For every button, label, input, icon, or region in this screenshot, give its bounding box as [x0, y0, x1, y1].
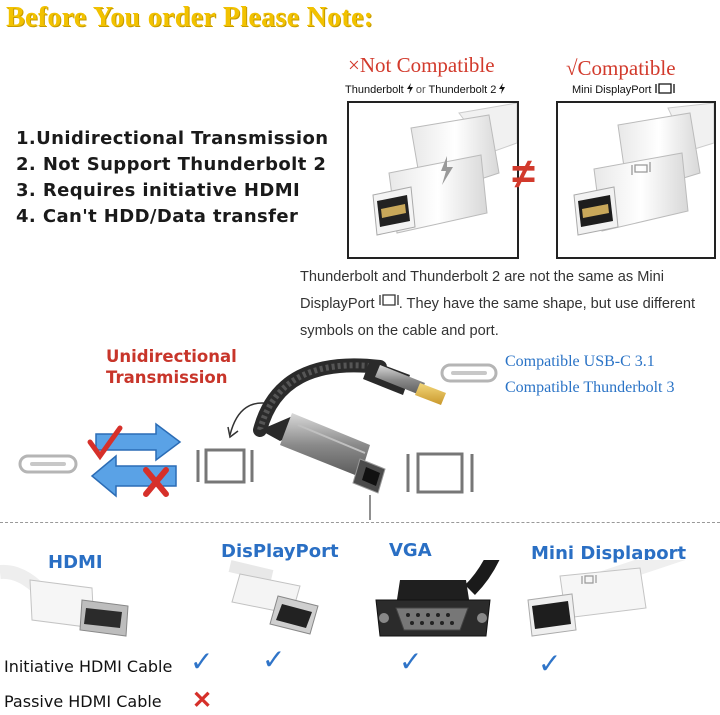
not-compatible-subtitle: Thunderbolt or Thunderbolt 2	[345, 83, 506, 96]
x-icon: ✕	[192, 687, 213, 714]
usb-c-to-mini-displayport-adapter	[227, 358, 446, 520]
headline: Before You order Please Note:	[6, 2, 374, 33]
compatible-subtitle: Mini DisplayPort	[572, 83, 675, 96]
compat-usbc-line: Compatible USB-C 3.1	[505, 353, 655, 370]
check-icon: ✓	[262, 644, 286, 675]
cable-label-mini-displayport: Mini Displaport	[531, 543, 687, 564]
paragraph-line-1: Thunderbolt and Thunderbolt 2 are not th…	[300, 269, 664, 285]
cable-label-hdmi: HDMI	[48, 552, 103, 573]
cross-mark: ×	[348, 53, 360, 77]
thunderbolt-label: Thunderbolt	[345, 84, 404, 96]
displayport-icon	[196, 448, 254, 484]
displayport-icon	[379, 294, 399, 306]
vga-cable-illustration	[375, 560, 500, 637]
red-check-icon	[87, 425, 123, 461]
red-x-icon	[143, 467, 169, 497]
compatible-heading: √Compatible	[566, 56, 676, 81]
section-divider	[0, 522, 720, 523]
compat-thunderbolt3-line: Compatible Thunderbolt 3	[505, 379, 675, 396]
row-label-passive: Passive HDMI Cable	[4, 692, 162, 711]
thunderbolt-2-label: Thunderbolt 2	[428, 84, 497, 96]
notes-list: 1.Unidirectional Transmission 2. Not Sup…	[16, 126, 328, 230]
cable-illustrations	[0, 560, 686, 637]
or-label: or	[415, 84, 426, 96]
cable-label-displayport: DisPlayPort	[221, 541, 339, 562]
note-item: 3. Requires initiative HDMI	[16, 180, 301, 201]
mini-displayport-connector-photo	[556, 101, 716, 259]
row-label-initiative: Initiative HDMI Cable	[4, 657, 173, 676]
hdmi-cable-illustration	[0, 564, 129, 637]
not-equal-sign: ≠	[512, 150, 536, 197]
not-compatible-heading: ×Not Compatible	[348, 53, 495, 78]
check-mark: √	[566, 56, 578, 80]
unidirectional-label: Unidirectional Transmission	[106, 346, 237, 388]
unidirectional-line-1: Unidirectional	[106, 347, 237, 366]
not-compatible-title: Not Compatible	[359, 53, 495, 77]
usbc-compat-label: Compatible USB-C 3.1 Compatible Thunderb…	[505, 349, 674, 401]
compatible-title: Compatible	[577, 56, 676, 80]
displayport-icon	[406, 452, 474, 494]
check-icon: ✓	[538, 648, 562, 679]
thunderbolt-icon	[499, 83, 506, 94]
thunderbolt-connector-photo	[347, 101, 519, 259]
check-icon: ✓	[190, 646, 214, 677]
note-item: 2. Not Support Thunderbolt 2	[16, 154, 327, 175]
displayport-cable-illustration	[228, 560, 319, 635]
note-item: 1.Unidirectional Transmission	[16, 128, 329, 149]
mini-displayport-label: Mini DisplayPort	[572, 84, 652, 96]
paragraph-same-shape: . They have the same shape, but use diff…	[398, 296, 696, 312]
note-item: 4. Can't HDD/Data transfer	[16, 206, 299, 227]
mini-displayport-cable-illustration	[527, 560, 686, 637]
paragraph-line-3: symbols on the cable and port.	[300, 323, 499, 339]
usb-c-port-icon	[440, 363, 498, 383]
displayport-icon	[654, 83, 675, 94]
thunderbolt-connector-illustration	[372, 102, 518, 236]
check-icon: ✓	[399, 646, 423, 677]
cable-label-vga: VGA	[389, 540, 432, 561]
paragraph-line-2: DisplayPort . They have the same shape, …	[300, 291, 720, 318]
mini-displayport-connector-illustration	[573, 102, 715, 236]
thunderbolt-icon	[406, 83, 413, 94]
paragraph-displayport: DisplayPort	[300, 296, 375, 312]
unidirectional-line-2: Transmission	[106, 368, 228, 387]
transmission-direction-diagram	[18, 422, 254, 498]
explanation-paragraph: Thunderbolt and Thunderbolt 2 are not th…	[300, 264, 720, 345]
